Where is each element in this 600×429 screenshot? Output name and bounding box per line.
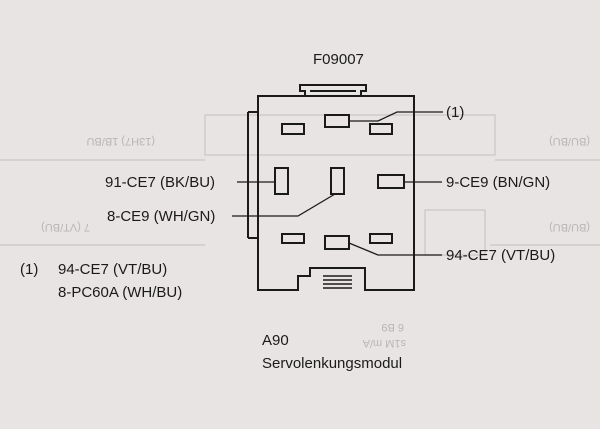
pin-mid-right xyxy=(377,174,405,189)
pin-top-center xyxy=(324,114,350,128)
module-id: A90 xyxy=(262,332,289,349)
pin-label-8-ce9: 8-CE9 (WH/GN) xyxy=(107,208,215,225)
ghost-text-left-top: (13H7) 1B/BU xyxy=(86,135,155,147)
pin-top-right xyxy=(369,123,393,135)
ghost-text-left-mid: 7 (VT/BU) xyxy=(41,221,90,233)
pin-bottom-center xyxy=(324,235,350,250)
pin-bottom-left xyxy=(281,233,305,244)
leader-lines xyxy=(232,111,443,256)
pin-label-91-ce7: 91-CE7 (BK/BU) xyxy=(105,174,215,191)
pin-top-left xyxy=(281,123,305,135)
pin-mid-left xyxy=(274,167,289,195)
ghost-text-bottom2: s1M m/A xyxy=(362,337,406,349)
ghost-text-right-mid: (BU/BU) xyxy=(549,221,590,233)
pin-mid-center xyxy=(330,167,345,195)
connector-key-slots xyxy=(323,275,352,289)
leader-callout-1 xyxy=(349,111,443,122)
ghost-box-right xyxy=(424,209,486,256)
pin-cavities xyxy=(274,114,405,250)
diagram-code: F09007 xyxy=(313,51,364,68)
pin-bottom-right xyxy=(369,233,393,244)
leader-94-ce7 xyxy=(348,242,442,256)
ghost-text-bottom: 6 B9 xyxy=(381,321,404,333)
callout-marker: (1) xyxy=(446,104,464,121)
module-name: Servolenkungsmodul xyxy=(262,355,402,372)
connector-outline xyxy=(257,84,415,291)
note-line-2: 8-PC60A (WH/BU) xyxy=(58,284,182,301)
note-marker: (1) xyxy=(20,261,38,278)
note-line-1: 94-CE7 (VT/BU) xyxy=(58,261,167,278)
pin-label-9-ce9: 9-CE9 (BN/GN) xyxy=(446,174,550,191)
pin-label-94-ce7: 94-CE7 (VT/BU) xyxy=(446,247,555,264)
connector-housing xyxy=(247,84,415,291)
ghost-text-right-top: (BU/BU) xyxy=(549,135,590,147)
leader-8-ce9 xyxy=(232,193,336,217)
